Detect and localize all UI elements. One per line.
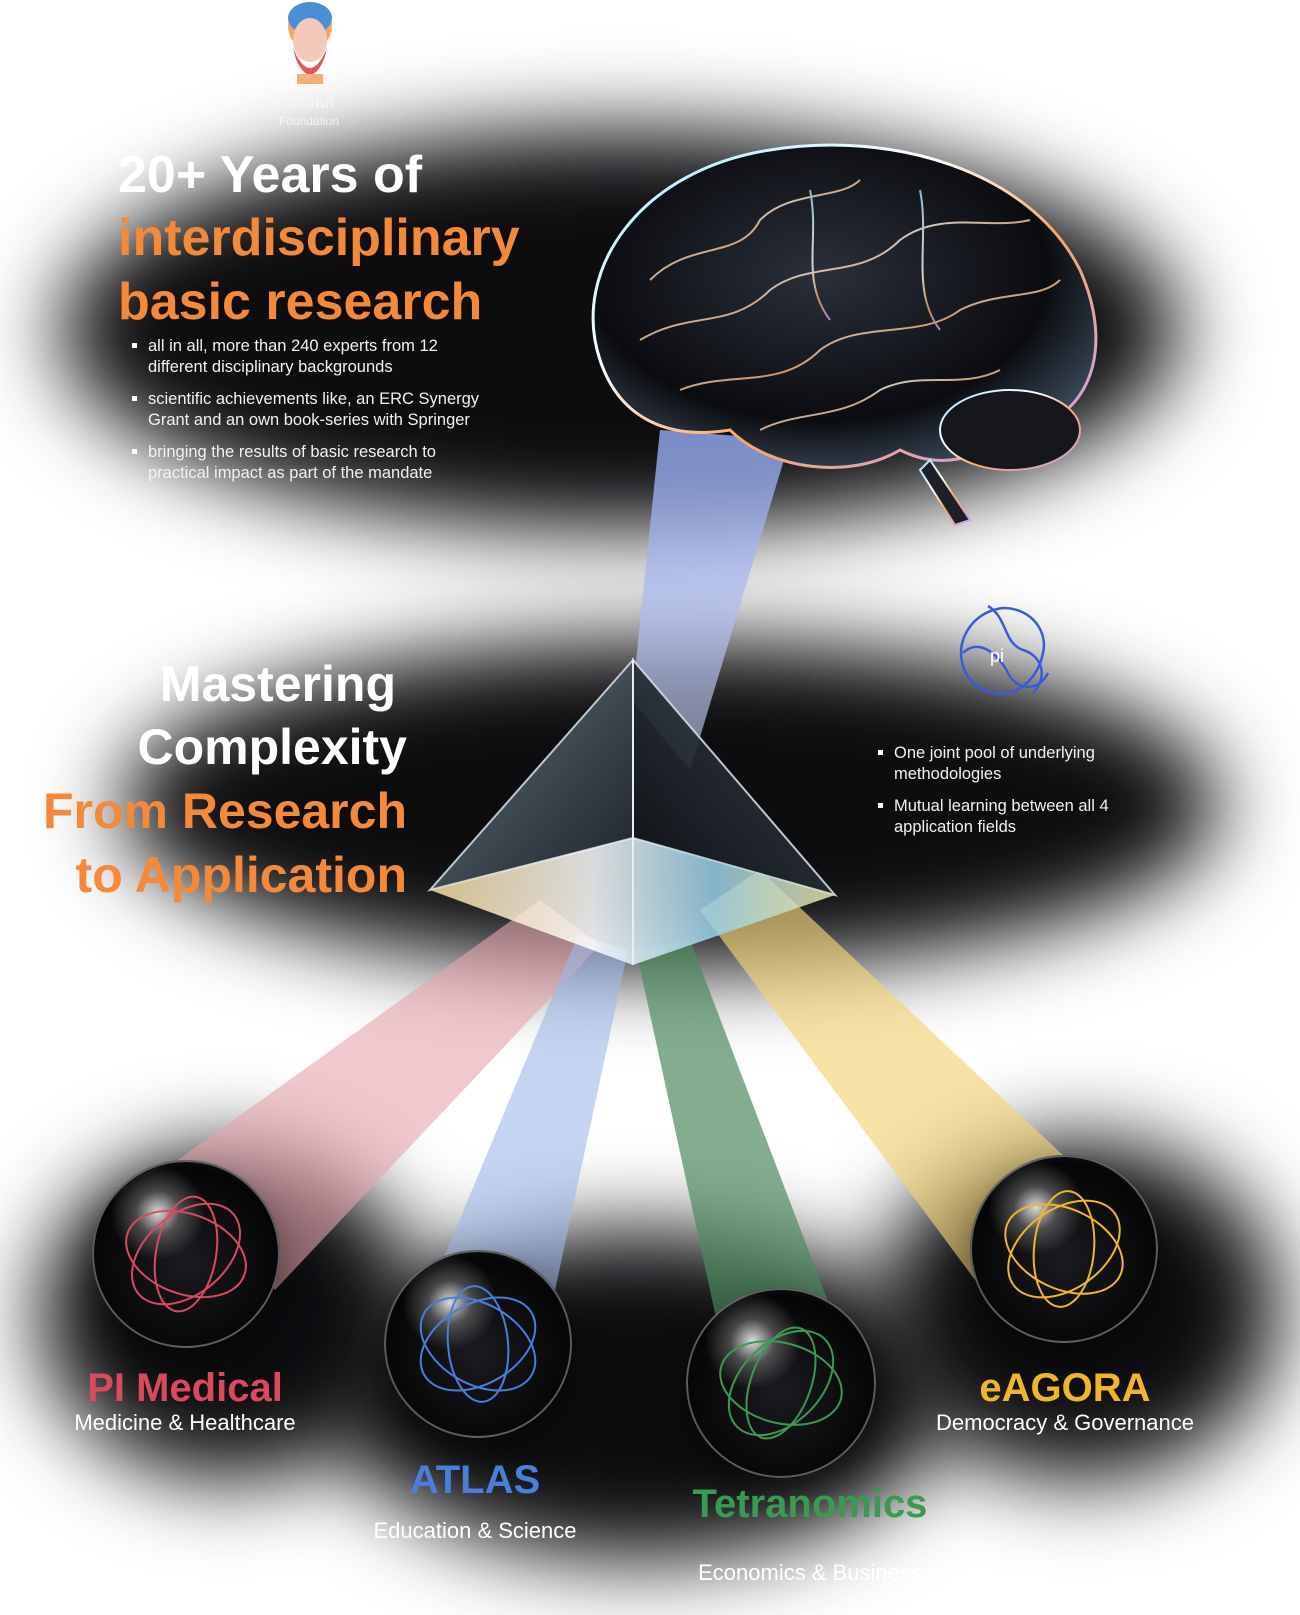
logo-line1: Institut — [284, 95, 334, 112]
sphere-pi-medical — [92, 1160, 280, 1348]
medical-mesh-icon — [125, 1195, 247, 1313]
research-bullet: scientific achievements like, an ERC Syn… — [128, 389, 490, 431]
app-name-pi-medical: PI Medical — [87, 1366, 283, 1410]
app-name-eagora: eAGORA — [979, 1366, 1151, 1410]
beam-brain-to-prism — [632, 430, 790, 770]
eagora-mesh-icon — [1004, 1190, 1124, 1308]
pi-logo-label: pi — [990, 646, 1004, 666]
complexity-title-line3: From Research — [42, 783, 407, 839]
app-subtitle-pi-medical: Medicine & Healthcare — [74, 1410, 296, 1435]
research-title-line2: interdisciplinary — [118, 209, 520, 267]
complexity-bullets: One joint pool of underlying methodologi… — [874, 743, 1154, 849]
research-title-line1: 20+ Years of — [118, 146, 423, 204]
research-bullet: all in all, more than 240 experts from 1… — [128, 336, 490, 378]
tetranomics-mesh-icon — [719, 1326, 843, 1440]
research-bullets: all in all, more than 240 experts from 1… — [128, 336, 490, 495]
app-name-atlas: ATLAS — [409, 1458, 541, 1502]
logo-line2: Foundation — [278, 114, 340, 128]
complexity-title-line1: Mastering — [159, 656, 396, 712]
brain-illustration — [591, 143, 1098, 527]
app-subtitle-atlas: Education & Science — [373, 1518, 577, 1543]
beam-tetranomics — [636, 940, 858, 1405]
complexity-bullet: Mutual learning between all 4 applicatio… — [874, 796, 1154, 838]
sphere-eagora — [970, 1155, 1158, 1343]
founder-bust-icon — [288, 2, 332, 84]
pi-logo-icon: pi — [959, 604, 1050, 696]
prism-pyramid — [427, 657, 838, 965]
complexity-bullet: One joint pool of underlying methodologi… — [874, 743, 1154, 785]
sphere-atlas — [384, 1250, 572, 1438]
app-subtitle-eagora: Democracy & Governance — [936, 1410, 1194, 1435]
atlas-mesh-icon — [419, 1285, 537, 1403]
research-title-line3: basic research — [118, 273, 483, 331]
app-subtitle-tetranomics: Economics & Business — [698, 1560, 922, 1585]
complexity-title-line2: Complexity — [137, 719, 407, 775]
research-bullet: bringing the results of basic research t… — [128, 442, 490, 484]
sphere-tetranomics — [686, 1288, 876, 1478]
complexity-title-line4: to Application — [75, 847, 407, 903]
beam-medical — [150, 900, 600, 1290]
app-name-tetranomics: Tetranomics — [692, 1482, 928, 1526]
